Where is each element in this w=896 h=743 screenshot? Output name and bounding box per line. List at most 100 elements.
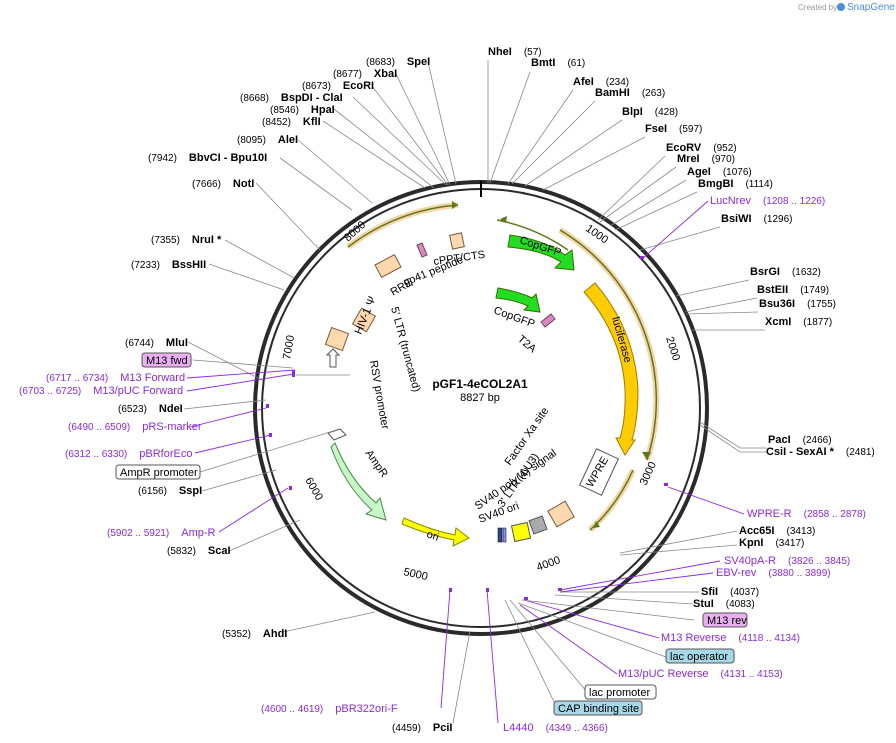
enzyme-pos: (8546) [270, 105, 299, 116]
primer-pos: (4131 .. 4153) [720, 669, 782, 680]
enzyme-pos: (61) [567, 58, 585, 69]
lac-promoter-label: lac promoter [589, 687, 650, 699]
enzyme-pos: (8673) [302, 81, 331, 92]
ampr-feature [330, 442, 387, 521]
enzyme-name: AfeI [573, 76, 594, 88]
ltr5-feature [324, 326, 350, 352]
cppt-feature [449, 232, 465, 250]
svg-text:SfiI(4037): SfiI(4037) [701, 586, 759, 598]
enzyme-pos: (7233) [131, 260, 160, 271]
m13-fwd-box [141, 352, 192, 368]
enzyme-name: XcmI [765, 316, 791, 328]
enzyme-name: ScaI [208, 545, 231, 557]
enzyme-pos: (8095) [237, 135, 266, 146]
svg-text:Acc65I(3413): Acc65I(3413) [739, 525, 815, 537]
enzyme-name: MluI [166, 337, 188, 349]
svg-text:(7942)BbvCI - Bpu10I: (7942) BbvCI - Bpu10I [148, 152, 267, 164]
luciferase-feature [583, 282, 639, 456]
svg-text:XcmI(1877): XcmI(1877) [765, 316, 832, 328]
hiv-psi-feature [351, 307, 377, 333]
svg-text:M13/pUC Reverse(4131 .. 4153): M13/pUC Reverse(4131 .. 4153) [618, 668, 783, 680]
enzyme-pos: (3417) [775, 538, 804, 549]
primer-pos: (3880 .. 3899) [768, 568, 830, 579]
svg-text:(6717 .. 6734)M13 Forward: (6717 .. 6734)M13 Forward [46, 372, 185, 384]
wpre-feature [579, 448, 619, 496]
svg-text:AgeI(1076): AgeI(1076) [687, 166, 752, 178]
enzyme-pos: (8677) [333, 69, 362, 80]
svg-text:L4440(4349 .. 4366): L4440(4349 .. 4366) [503, 722, 608, 734]
primer-name: SV40pA-R [724, 555, 776, 567]
enzyme-connectors [183, 60, 767, 724]
enzyme-name: BmtI [531, 57, 555, 69]
primer-pos: (6312 .. 6330) [65, 449, 127, 460]
enzyme-pos: (57) [524, 47, 542, 58]
enzyme-pos: (7942) [148, 153, 177, 164]
svg-text:NheI(57): NheI(57) [488, 46, 542, 58]
tick-4000: 4000 [535, 554, 562, 574]
primer-pos: (6717 .. 6734) [46, 373, 108, 384]
tick-2000: 2000 [663, 335, 682, 362]
enzyme-name: BamHI [595, 87, 630, 99]
enzyme-pos: (8452) [262, 117, 291, 128]
enzyme-name: MreI [677, 153, 700, 165]
primer-name: L4440 [503, 722, 534, 734]
enzyme-pos: (5352) [222, 629, 251, 640]
svg-text:BamHI(263): BamHI (263) [595, 87, 665, 99]
copgfp-outer-feature [507, 234, 575, 271]
enzyme-pos: (1076) [723, 167, 752, 178]
enzyme-pos: (1749) [800, 285, 829, 296]
enzyme-pos: (1755) [807, 299, 836, 310]
svg-text:(7233)BssHII: (7233)BssHII [131, 259, 206, 271]
enzyme-name: BbvCI - Bpu10I [189, 152, 267, 164]
primer-name: EBV-rev [716, 567, 757, 579]
enzyme-pos: (1114) [745, 179, 772, 190]
label-luciferase: luciferase [609, 316, 634, 365]
primer-name: pBR322ori-F [335, 703, 398, 715]
enzyme-name: BsiWI [721, 213, 752, 225]
primer-pos: (4118 .. 4134) [738, 633, 800, 644]
lac-operator-label: lac operator [670, 651, 728, 663]
primer-name: Amp-R [181, 527, 215, 539]
lac-promoter-box [584, 684, 657, 700]
primer-pos: (6490 .. 6509) [68, 422, 130, 433]
svg-text:BsrGI(1632): BsrGI(1632) [750, 266, 821, 278]
enzyme-pos: (1632) [792, 267, 821, 278]
arc-left-head [452, 201, 458, 209]
ltr3-feature [528, 515, 548, 535]
label-ampr: AmpR [363, 448, 390, 480]
primer-name: pRS-marker [142, 421, 202, 433]
enzyme-name: Bsu36I [759, 298, 795, 310]
sv40-ori-bar [497, 527, 503, 543]
plasmid-length: 8827 bp [460, 392, 500, 404]
sv40-polya-feature [510, 521, 532, 543]
enzyme-pos: (2466) [803, 435, 832, 446]
primer-pos: (6703 .. 6725) [19, 386, 81, 397]
enzyme-name: AhdI [263, 628, 287, 640]
svg-text:BlpI(428): BlpI(428) [622, 106, 678, 118]
svg-text:LucNrev(1208 .. 1226): LucNrev(1208 .. 1226) [710, 195, 825, 207]
label-ori: ori [425, 528, 440, 543]
svg-text:(8546)HpaI: (8546)HpaI [270, 104, 335, 116]
enzyme-pos: (597) [679, 124, 702, 135]
enzyme-name: FseI [645, 123, 667, 135]
tick-7000: 7000 [281, 334, 297, 360]
enzyme-name: KpnI [739, 537, 763, 549]
t2a-feature [540, 313, 556, 328]
primer-pos: (2858 .. 2878) [804, 509, 866, 520]
enzyme-pos: (7666) [192, 179, 221, 190]
svg-text:(4459)PciI: (4459)PciI [392, 722, 452, 734]
tick-6000: 6000 [302, 476, 325, 503]
m13-rev-label: M13 rev [707, 615, 747, 627]
enzyme-labels: NheI(57) BmtI(61) AfeI(234) BamHI(263) B… [118, 46, 875, 734]
lac-operator-box [665, 648, 735, 664]
enzyme-pos: (970) [712, 154, 735, 165]
svg-text:(8452)KflI: (8452)KflI [262, 116, 321, 128]
enzyme-pos: (6523) [118, 404, 147, 415]
enzyme-name: BmgBI [698, 178, 733, 190]
enzyme-pos: (1296) [764, 214, 793, 225]
enzyme-pos: (263) [642, 88, 665, 99]
primer-pos: (3826 .. 3845) [788, 556, 850, 567]
cap-site-label: CAP binding site [558, 703, 639, 715]
boxed-labels: M13 rev lac operator lac promoter CAP bi… [115, 352, 748, 716]
factor-xa-feature [547, 500, 575, 528]
